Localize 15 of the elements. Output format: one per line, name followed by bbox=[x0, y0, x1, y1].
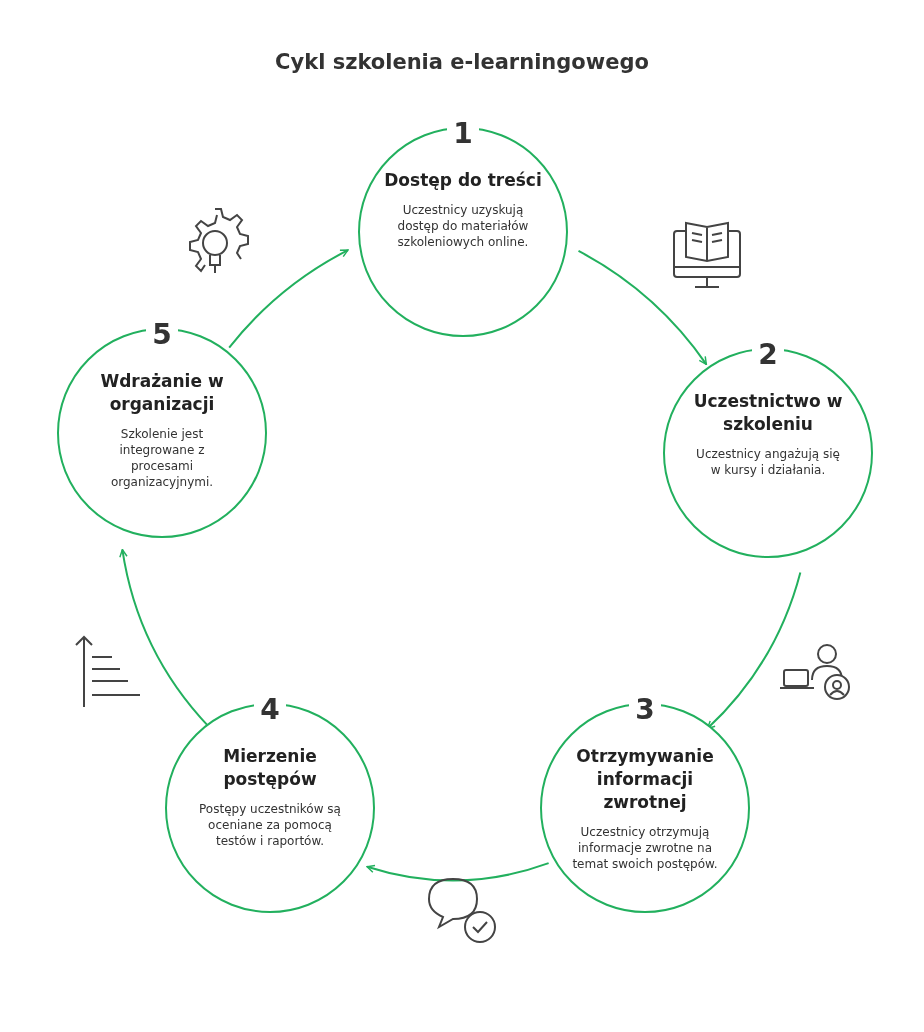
step-heading: Uczestnictwo w szkoleniu bbox=[693, 391, 843, 434]
arrow bbox=[228, 249, 349, 349]
step-description: Postępy uczestników są oceniane za pomocą testów i raportów. bbox=[199, 802, 341, 848]
step-heading: Mierzenie postępów bbox=[223, 746, 317, 789]
arrow bbox=[577, 249, 708, 366]
step-heading: Dostęp do treści bbox=[384, 170, 542, 190]
step-description: Uczestnicy angażują się w kursy i działania. bbox=[696, 447, 840, 477]
step-heading: Wdrażanie w organizacji bbox=[100, 371, 224, 414]
step-description: Uczestnicy otrzymują informacje zwrotne na temat swoich postępów. bbox=[572, 825, 718, 871]
diagram-title: Cykl szkolenia e-learningowego bbox=[274, 50, 650, 74]
step-description: Uczestnicy uzyskują dostęp do materiałów szkoleniowych online. bbox=[397, 203, 529, 249]
step-heading: Otrzymywanie informacji zwrotnej bbox=[576, 746, 714, 812]
arrow bbox=[706, 571, 802, 730]
arrow bbox=[366, 862, 550, 882]
step-description: Szkolenie jest integrowane z procesami organizacyjnymi. bbox=[110, 427, 214, 489]
